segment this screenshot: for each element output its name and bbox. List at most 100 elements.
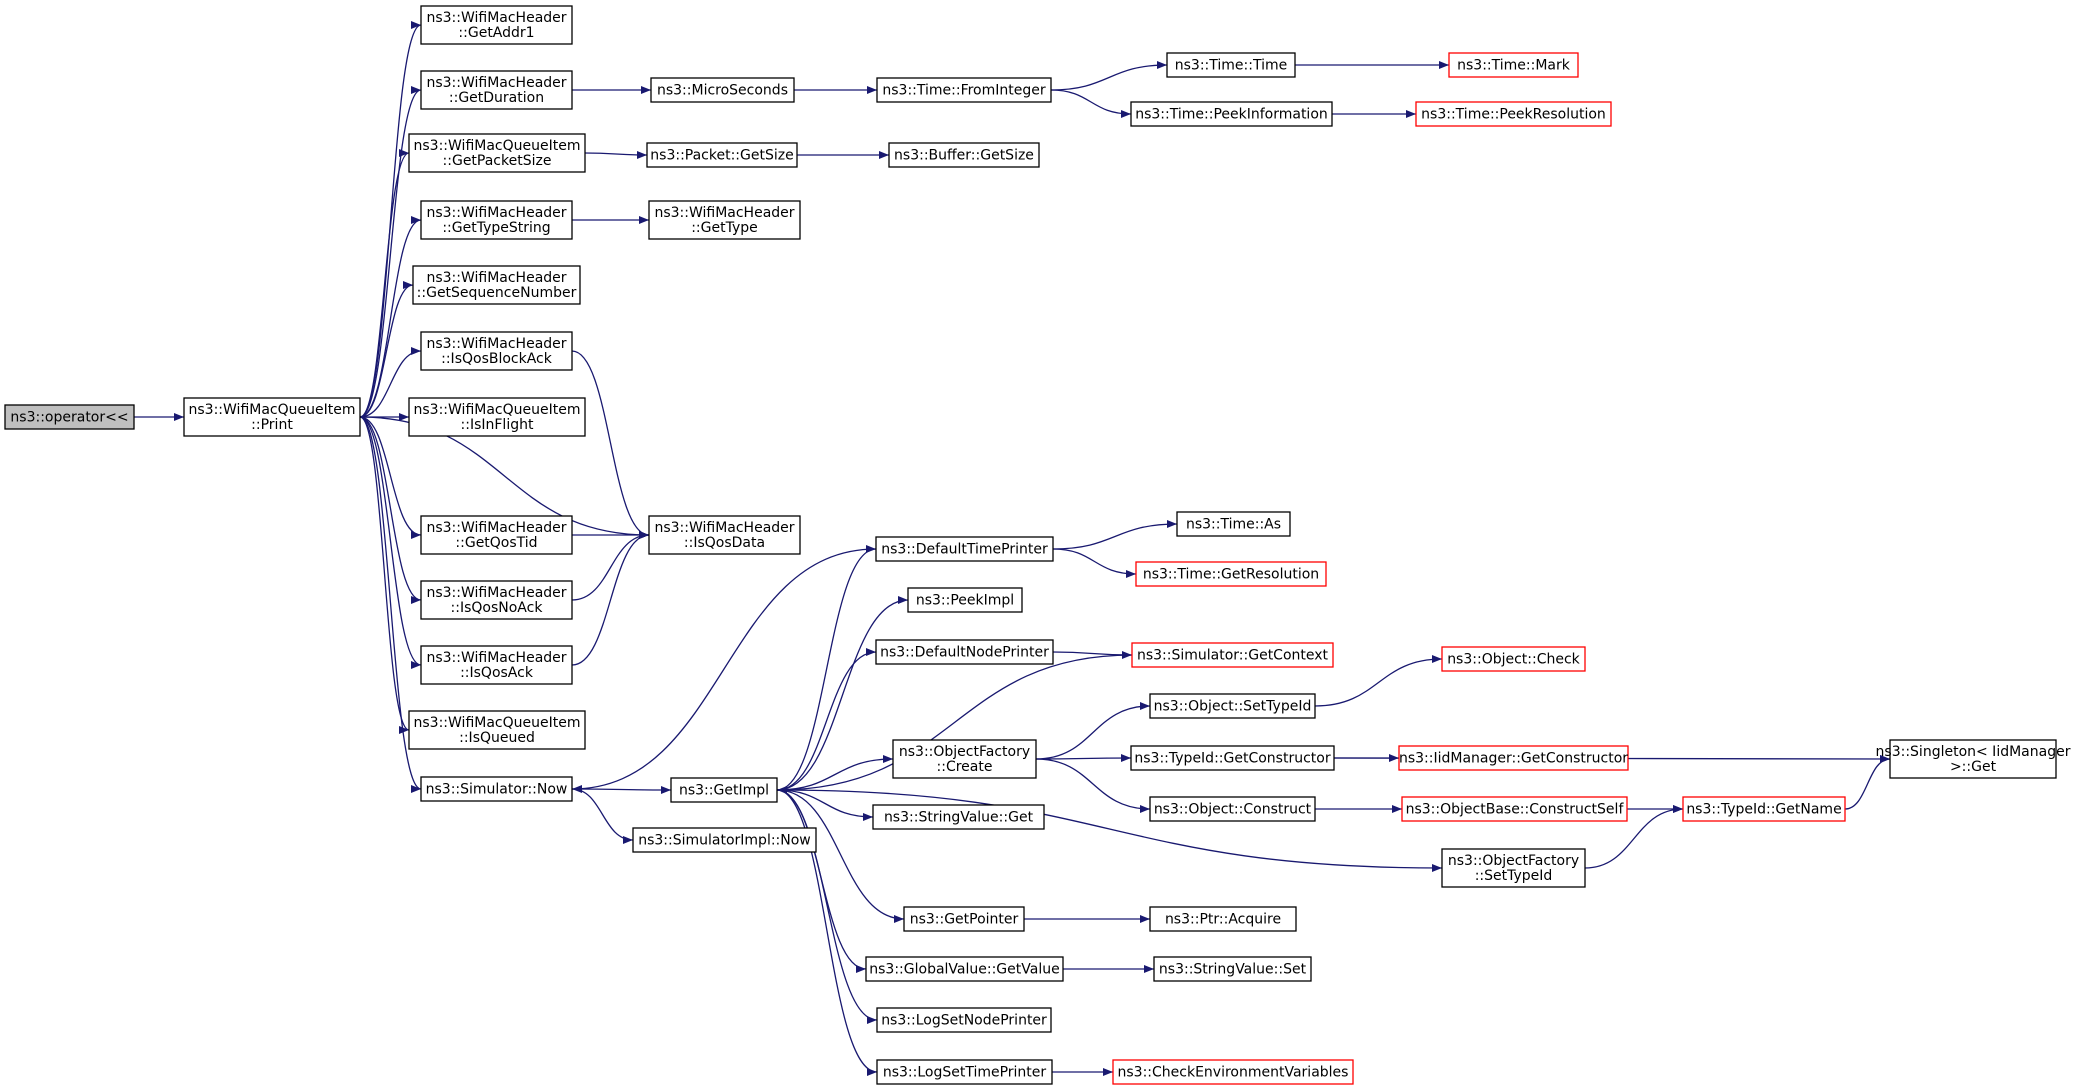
- node-label: ::GetPacketSize: [443, 153, 552, 169]
- node-label: ::GetSequenceNumber: [417, 285, 577, 301]
- node-getaddr1[interactable]: ns3::WifiMacHeader::GetAddr1: [420, 5, 573, 45]
- edge-setobjtypeid-to-objcheck: [1314, 655, 1443, 707]
- edge-deftimeprinter-to-timeas: [1052, 520, 1178, 550]
- node-typeidgetctor[interactable]: ns3::TypeId::GetConstructor: [1130, 745, 1335, 771]
- node-ptracquire[interactable]: ns3::Ptr::Acquire: [1149, 906, 1297, 932]
- node-label: ::GetDuration: [449, 90, 544, 106]
- edge-print-to-isqueued: [359, 416, 410, 734]
- node-box: [865, 956, 1064, 982]
- node-box: [907, 587, 1023, 613]
- node-peekimpl[interactable]: ns3::PeekImpl: [907, 587, 1023, 613]
- node-setobjtypeid[interactable]: ns3::Object::SetTypeId: [1149, 693, 1316, 719]
- edge-objfactcreate-to-setobjtypeid: [1035, 702, 1151, 760]
- node-logsettime[interactable]: ns3::LogSetTimePrinter: [876, 1059, 1053, 1085]
- node-label: ns3::operator<<: [10, 410, 128, 426]
- node-root[interactable]: ns3::operator<<: [4, 404, 135, 430]
- node-simimplnow[interactable]: ns3::SimulatorImpl::Now: [632, 827, 817, 853]
- node-label: >::Get: [1950, 759, 1997, 775]
- node-bufgetsize[interactable]: ns3::Buffer::GetSize: [888, 142, 1040, 168]
- node-strvalset[interactable]: ns3::StringValue::Set: [1153, 956, 1312, 982]
- node-label: ns3::Ptr::Acquire: [1165, 912, 1281, 928]
- node-isqosnoack[interactable]: ns3::WifiMacHeader::IsQosNoAck: [420, 580, 573, 620]
- node-timemark[interactable]: ns3::Time::Mark: [1448, 52, 1579, 78]
- node-label: ns3::DefaultTimePrinter: [881, 542, 1048, 558]
- node-timetime[interactable]: ns3::Time::Time: [1166, 52, 1296, 78]
- node-timeas[interactable]: ns3::Time::As: [1176, 511, 1291, 537]
- node-box: [1441, 848, 1586, 888]
- node-label: ::IsQosNoAck: [451, 600, 544, 616]
- node-isqosdata[interactable]: ns3::WifiMacHeader::IsQosData: [648, 515, 801, 555]
- node-objfactcreate[interactable]: ns3::ObjectFactory::Create: [892, 739, 1037, 779]
- edge-isqosnoack-to-isqosdata: [571, 531, 650, 601]
- node-checkenv[interactable]: ns3::CheckEnvironmentVariables: [1112, 1059, 1354, 1085]
- node-box: [670, 777, 778, 803]
- node-label: ns3::Object::Construct: [1154, 802, 1312, 818]
- node-getresolution[interactable]: ns3::Time::GetResolution: [1135, 561, 1327, 587]
- node-logsetnode[interactable]: ns3::LogSetNodePrinter: [876, 1007, 1052, 1033]
- node-label: ns3::LogSetNodePrinter: [881, 1013, 1047, 1029]
- node-getqostid[interactable]: ns3::WifiMacHeader::GetQosTid: [420, 515, 573, 555]
- node-globalvalget[interactable]: ns3::GlobalValue::GetValue: [865, 956, 1064, 982]
- node-box: [1135, 561, 1327, 587]
- node-typeidgetname[interactable]: ns3::TypeId::GetName: [1682, 796, 1846, 822]
- node-isinflight[interactable]: ns3::WifiMacQueueItem::IsInFlight: [408, 397, 586, 437]
- node-box: [1448, 52, 1579, 78]
- node-objcheck[interactable]: ns3::Object::Check: [1441, 646, 1586, 672]
- node-fromint[interactable]: ns3::Time::FromInteger: [876, 77, 1052, 103]
- edge-print-to-isqosblockack: [359, 347, 422, 418]
- edge-objfactcreate-to-typeidgetctor: [1035, 754, 1132, 763]
- node-box: [420, 776, 573, 802]
- node-getimpl[interactable]: ns3::GetImpl: [670, 777, 778, 803]
- node-box: [1130, 101, 1333, 127]
- node-objbaseconstruct[interactable]: ns3::ObjectBase::ConstructSelf: [1401, 796, 1628, 822]
- node-label: ns3::GlobalValue::GetValue: [869, 962, 1059, 978]
- node-simnow[interactable]: ns3::Simulator::Now: [420, 776, 573, 802]
- node-label: ns3::Time::PeekInformation: [1135, 107, 1328, 123]
- edge-isqosack-to-isqosdata: [571, 531, 650, 666]
- node-label: ns3::WifiMacHeader: [426, 270, 566, 286]
- edge-getimpl-to-peekimpl: [776, 596, 909, 791]
- node-box: [875, 639, 1054, 665]
- edge-objfactsettypeid-to-typeidgetname: [1584, 805, 1684, 869]
- node-microseconds[interactable]: ns3::MicroSeconds: [650, 77, 795, 103]
- node-gettype[interactable]: ns3::WifiMacHeader::GetType: [648, 200, 801, 240]
- node-deftimeprinter[interactable]: ns3::DefaultTimePrinter: [875, 536, 1054, 562]
- node-isqosack[interactable]: ns3::WifiMacHeader::IsQosAck: [420, 645, 573, 685]
- node-objconstruct[interactable]: ns3::Object::Construct: [1149, 796, 1316, 822]
- node-label: ns3::WifiMacQueueItem: [414, 715, 581, 731]
- node-pktgetsize[interactable]: ns3::Packet::GetSize: [646, 142, 798, 168]
- edge-fromint-to-peekinfo: [1050, 89, 1132, 118]
- node-box: [1149, 906, 1297, 932]
- node-label: ns3::Time::GetResolution: [1143, 567, 1319, 583]
- node-box: [1441, 646, 1586, 672]
- node-box: [420, 70, 573, 110]
- node-defnodeprinter[interactable]: ns3::DefaultNodePrinter: [875, 639, 1054, 665]
- node-print[interactable]: ns3::WifiMacQueueItem::Print: [183, 397, 361, 437]
- node-getseqnum[interactable]: ns3::WifiMacHeader::GetSequenceNumber: [412, 265, 581, 305]
- node-objfactsettypeid[interactable]: ns3::ObjectFactory::SetTypeId: [1441, 848, 1586, 888]
- node-isqueued[interactable]: ns3::WifiMacQueueItem::IsQueued: [408, 710, 586, 750]
- node-simgetcontext[interactable]: ns3::Simulator::GetContext: [1131, 642, 1334, 668]
- node-label: ns3::TypeId::GetName: [1686, 802, 1841, 818]
- node-box: [876, 1059, 1053, 1085]
- node-iidgetctor[interactable]: ns3::IidManager::GetConstructor: [1398, 745, 1629, 771]
- node-singleton[interactable]: ns3::Singleton< IidManager >::Get: [1876, 739, 2071, 779]
- node-box: [420, 580, 573, 620]
- node-strvalget[interactable]: ns3::StringValue::Get: [872, 804, 1045, 830]
- node-peekinfo[interactable]: ns3::Time::PeekInformation: [1130, 101, 1333, 127]
- node-getpacketsize[interactable]: ns3::WifiMacQueueItem::GetPacketSize: [408, 133, 586, 173]
- node-getpointer[interactable]: ns3::GetPointer: [903, 906, 1025, 932]
- edges: [133, 21, 1891, 1076]
- node-getduration[interactable]: ns3::WifiMacHeader::GetDuration: [420, 70, 573, 110]
- edge-getimpl-to-objfactcreate: [776, 755, 894, 791]
- node-box: [420, 645, 573, 685]
- node-label: ::GetQosTid: [455, 535, 537, 551]
- node-box: [408, 710, 586, 750]
- node-label: ns3::TypeId::GetConstructor: [1134, 751, 1330, 767]
- node-gettypestring[interactable]: ns3::WifiMacHeader::GetTypeString: [420, 200, 573, 240]
- node-isqosblockack[interactable]: ns3::WifiMacHeader::IsQosBlockAck: [420, 331, 573, 371]
- node-peekres[interactable]: ns3::Time::PeekResolution: [1415, 101, 1612, 127]
- edge-deftimeprinter-to-getresolution: [1052, 548, 1137, 578]
- node-box: [420, 5, 573, 45]
- node-box: [632, 827, 817, 853]
